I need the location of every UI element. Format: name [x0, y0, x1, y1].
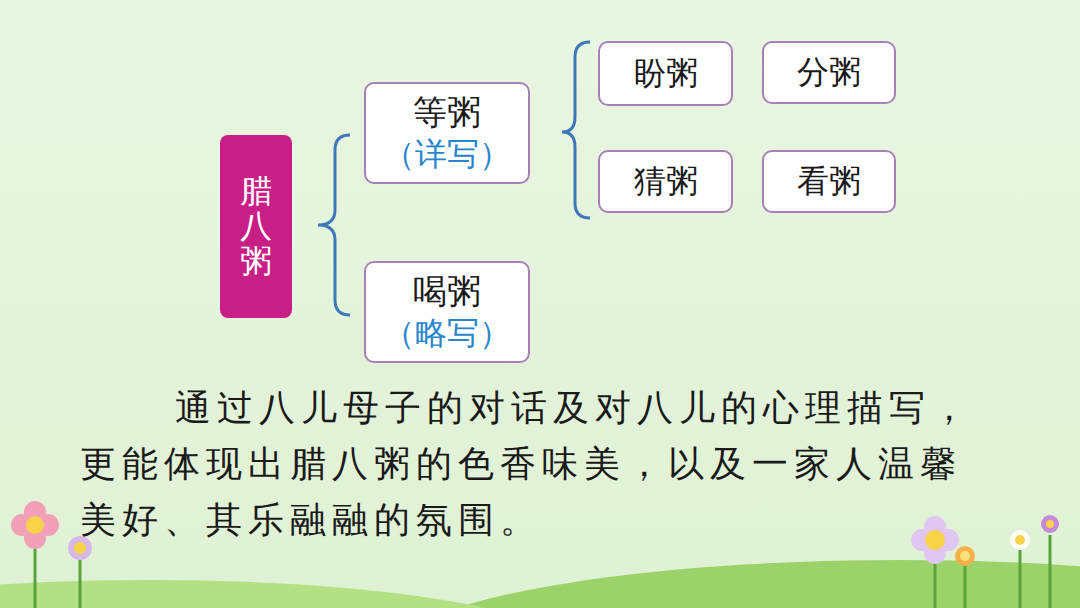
sub-box: 喝粥（略写）	[364, 261, 530, 363]
node-title: 等粥	[413, 90, 481, 134]
sub-box: 猜粥	[598, 150, 733, 213]
brace	[562, 42, 590, 218]
node-title: 喝粥	[413, 269, 481, 313]
vertical-title: 腊八粥	[240, 174, 272, 280]
summary-text: 通过八儿母子的对话及对八儿的心理描写，更能体现出腊八粥的色香味美，以及一家人温馨…	[80, 380, 990, 548]
node-note: （略写）	[383, 313, 511, 355]
sub-box: 等粥（详写）	[364, 82, 530, 184]
node-title: 猜粥	[634, 161, 698, 203]
brace	[318, 135, 350, 315]
grass-hill	[380, 560, 1080, 608]
sub-box: 分粥	[762, 41, 896, 104]
topic-box: 腊八粥	[220, 135, 292, 318]
grass-hill	[0, 580, 570, 608]
node-note: （详写）	[383, 134, 511, 176]
sub-box: 盼粥	[598, 41, 733, 106]
node-title: 分粥	[797, 52, 861, 94]
node-title: 看粥	[797, 161, 861, 203]
sub-box: 看粥	[762, 150, 896, 213]
node-title: 盼粥	[634, 53, 698, 95]
